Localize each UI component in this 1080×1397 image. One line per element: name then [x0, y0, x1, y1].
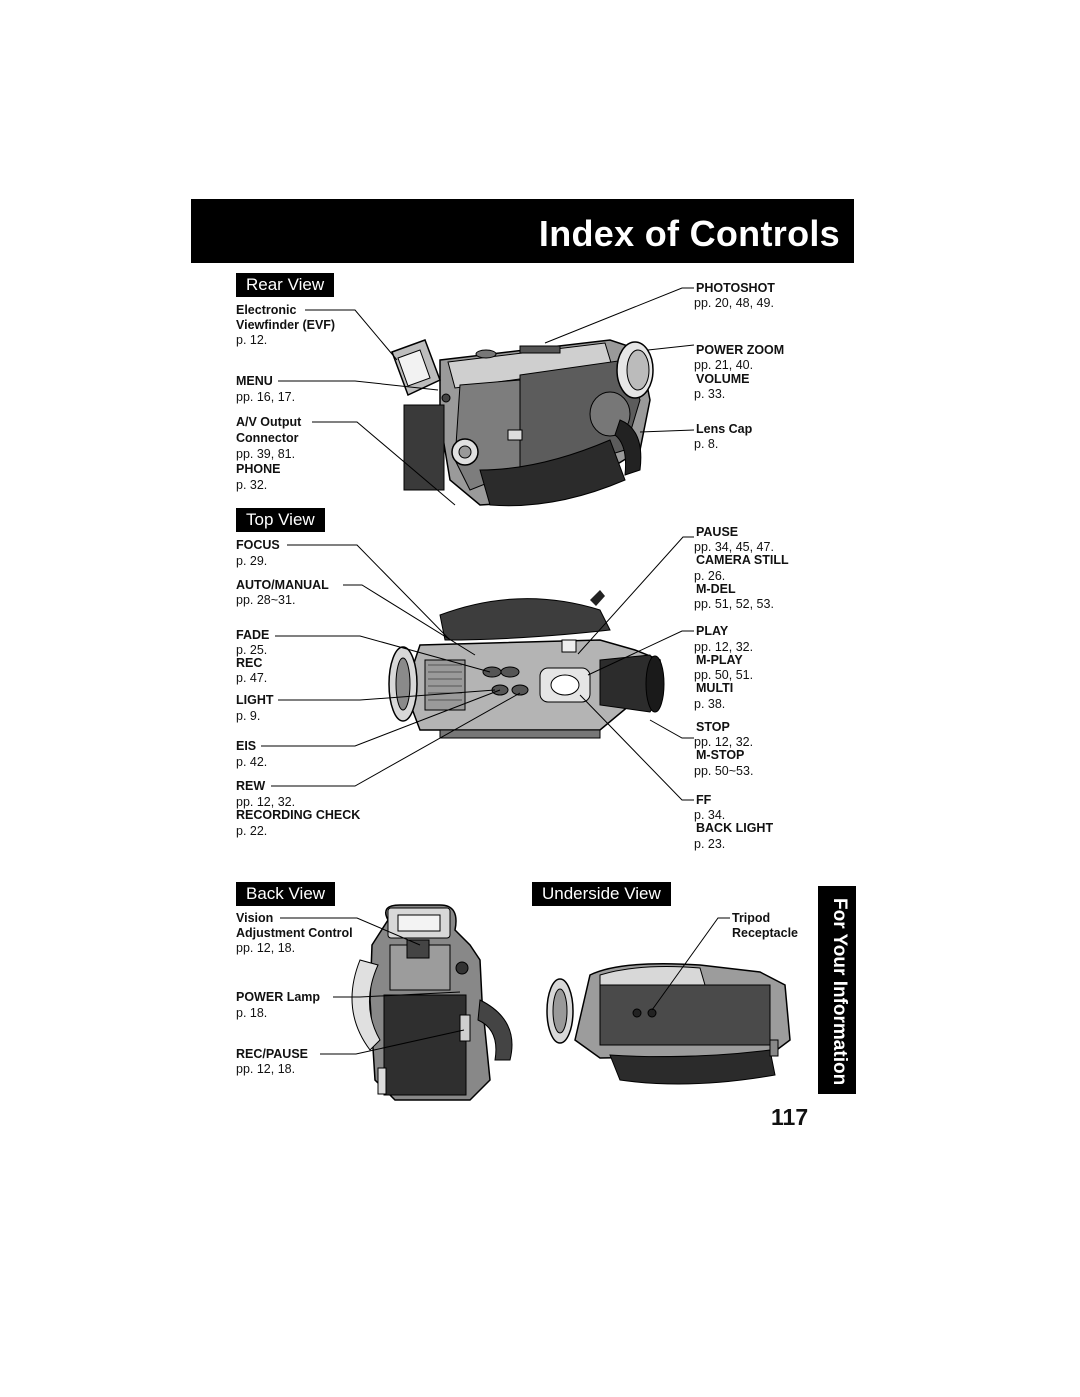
- evf-label: Electronic: [236, 303, 297, 317]
- m-play-label: M-PLAY: [696, 653, 743, 667]
- m-del-page: pp. 51, 52, 53.: [694, 597, 774, 611]
- ff-page: p. 34.: [694, 808, 726, 822]
- side-tab-label: For Your Information: [829, 898, 850, 1086]
- stop-page: pp. 12, 32.: [694, 735, 754, 749]
- top-view-camera-illustration: [388, 590, 665, 739]
- av-output-label-2: Connector: [236, 431, 299, 445]
- eis-label: EIS: [236, 739, 257, 753]
- rec-pause-label: REC/PAUSE: [236, 1047, 309, 1061]
- m-del-label: M-DEL: [696, 582, 736, 596]
- light-label: LIGHT: [236, 693, 274, 707]
- m-stop-label: M-STOP: [696, 748, 745, 762]
- power-zoom-page: pp. 21, 40.: [694, 358, 754, 372]
- section-side-tab: For Your Information: [818, 886, 856, 1094]
- fade-page: p. 25.: [236, 643, 268, 657]
- tripod-label: Tripod: [732, 911, 771, 925]
- fade-label: FADE: [236, 628, 270, 642]
- top-view-heading: Top View: [236, 508, 325, 532]
- underside-view-camera-illustration: [546, 963, 791, 1085]
- page-title: Index of Controls: [538, 213, 840, 254]
- m-play-page: pp. 50, 51.: [694, 668, 754, 682]
- lens-cap-label: Lens Cap: [696, 422, 753, 436]
- focus-page: p. 29.: [236, 554, 268, 568]
- rew-page: pp. 12, 32.: [236, 795, 296, 809]
- av-output-page: pp. 39, 81.: [236, 447, 296, 461]
- focus-label: FOCUS: [236, 538, 280, 552]
- back-light-page: p. 23.: [694, 837, 726, 851]
- camera-still-page: p. 26.: [694, 569, 726, 583]
- rec-page: p. 47.: [236, 671, 268, 685]
- multi-label: MULTI: [696, 681, 734, 695]
- page-number: 117: [771, 1104, 809, 1130]
- pause-page: pp. 34, 45, 47.: [694, 540, 774, 554]
- rec-label: REC: [236, 656, 263, 670]
- photoshot-page: pp. 20, 48, 49.: [694, 296, 774, 310]
- underside-view-heading: Underside View: [532, 882, 671, 906]
- power-zoom-label: POWER ZOOM: [696, 343, 785, 357]
- rew-label: REW: [236, 779, 266, 793]
- play-page: pp. 12, 32.: [694, 640, 754, 654]
- photoshot-label: PHOTOSHOT: [696, 281, 775, 295]
- back-view-camera-illustration: [351, 904, 513, 1101]
- play-label: PLAY: [696, 624, 729, 638]
- menu-label: MENU: [236, 374, 273, 388]
- volume-page: p. 33.: [694, 387, 726, 401]
- phone-label: PHONE: [236, 462, 281, 476]
- pause-label: PAUSE: [696, 525, 739, 539]
- auto-manual-label: AUTO/MANUAL: [236, 578, 329, 592]
- ff-label: FF: [696, 793, 712, 807]
- vision-label: Vision: [236, 911, 274, 925]
- evf-label-2: Viewfinder (EVF): [236, 318, 336, 332]
- volume-label: VOLUME: [696, 372, 750, 386]
- light-page: p. 9.: [236, 709, 261, 723]
- auto-manual-page: pp. 28~31.: [236, 593, 296, 607]
- vision-page: pp. 12, 18.: [236, 941, 296, 955]
- power-lamp-page: p. 18.: [236, 1006, 268, 1020]
- tripod-label-2: Receptacle: [732, 926, 799, 940]
- back-view-heading: Back View: [236, 882, 336, 906]
- recording-check-label: RECORDING CHECK: [236, 808, 361, 822]
- rear-view-heading: Rear View: [236, 273, 335, 297]
- lens-cap-page: p. 8.: [694, 437, 719, 451]
- power-lamp-label: POWER Lamp: [236, 990, 321, 1004]
- title-banner: Index of Controls: [191, 199, 854, 263]
- rec-pause-page: pp. 12, 18.: [236, 1062, 296, 1076]
- rear-view-camera-illustration: [391, 339, 654, 507]
- menu-page: pp. 16, 17.: [236, 390, 296, 404]
- eis-page: p. 42.: [236, 755, 268, 769]
- evf-page: p. 12.: [236, 333, 268, 347]
- stop-label: STOP: [696, 720, 730, 734]
- phone-page: p. 32.: [236, 478, 268, 492]
- multi-page: p. 38.: [694, 697, 726, 711]
- vision-label-2: Adjustment Control: [236, 926, 353, 940]
- camera-still-label: CAMERA STILL: [696, 553, 789, 567]
- m-stop-page: pp. 50~53.: [694, 764, 754, 778]
- back-light-label: BACK LIGHT: [696, 821, 774, 835]
- av-output-label: A/V Output: [236, 415, 302, 429]
- recording-check-page: p. 22.: [236, 824, 268, 838]
